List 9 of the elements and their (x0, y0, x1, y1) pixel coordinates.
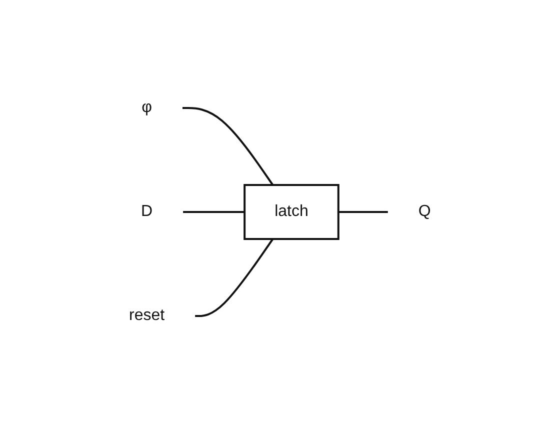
connector (182, 210, 245, 212)
node-box: latch (244, 184, 340, 240)
node-text: D (141, 202, 153, 220)
connector (194, 238, 274, 316)
node-text: Q (418, 202, 431, 220)
node-text: reset (129, 306, 165, 324)
connector (182, 106, 274, 186)
node-text: φ (142, 98, 152, 116)
connector (338, 210, 388, 212)
